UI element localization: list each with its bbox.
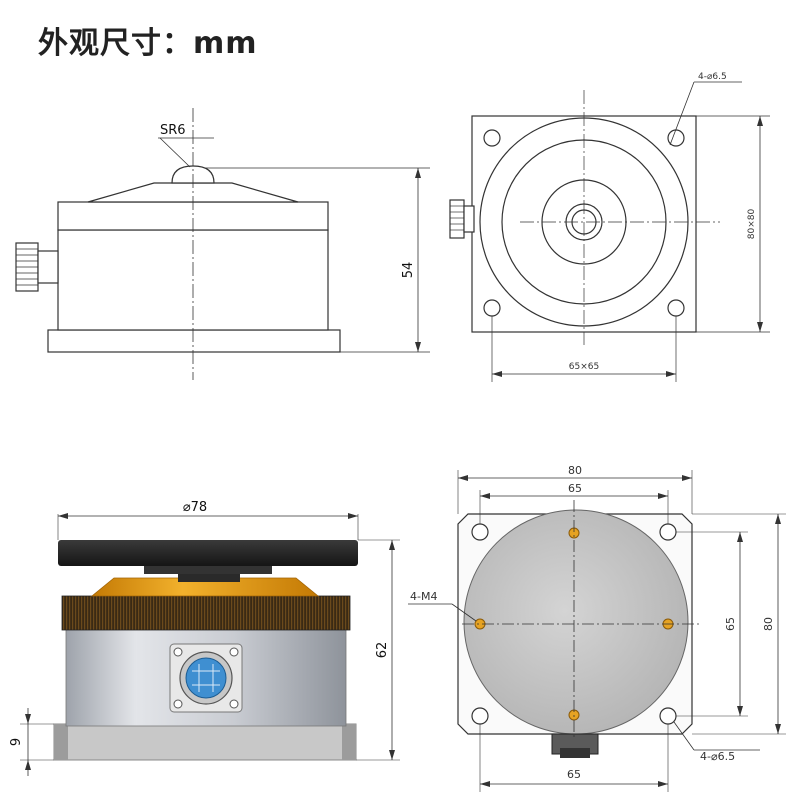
bottom-dimensions: [408, 470, 786, 792]
photo-height-label: 62: [375, 642, 390, 659]
photo-dimensions: [20, 513, 400, 776]
bottom-width-top-label: 80: [568, 464, 582, 477]
photo-base-height-label: 9: [9, 738, 24, 746]
side-base-plate: [47, 329, 341, 353]
bottom-hole-tr: [659, 523, 677, 541]
bottom-hole-br: [659, 707, 677, 725]
top-holes-label: 4-⌀6.5: [698, 72, 727, 82]
photo-base-plate: [53, 723, 357, 761]
bottom-holes-label: 4-⌀6.5: [700, 750, 735, 763]
height-54-label: 54: [401, 262, 416, 279]
page-title: 外观尺寸：mm: [38, 26, 258, 61]
top-view: [449, 81, 770, 382]
top-hole-tl: [483, 129, 501, 147]
bottom-spacing-right-label: 65: [724, 617, 737, 631]
photo-black-disc: [58, 540, 358, 566]
bottom-gray-disc: [463, 509, 689, 735]
photo-amber-cap: [90, 577, 320, 597]
bottom-hole-bl: [471, 707, 489, 725]
photo-knurled-ring: [61, 595, 351, 631]
bottom-spacing-top-label: 65: [568, 482, 582, 495]
bottom-view: [457, 500, 700, 758]
bottom-height-right-label: 80: [762, 617, 775, 631]
sr6-label: SR6: [160, 123, 186, 138]
bottom-hole-tl: [471, 523, 489, 541]
photo-diameter-label: ⌀78: [183, 500, 207, 515]
photo-connector-insert: [185, 657, 227, 699]
photo-view: [53, 540, 358, 761]
bottom-threads-label: 4-M4: [410, 590, 437, 603]
bottom-spacing-bottom-label: 65: [567, 768, 581, 781]
top-hole-spacing-label: 65×65: [569, 362, 599, 372]
side-view: [15, 108, 430, 380]
top-outer-size-label: 80×80: [747, 209, 757, 240]
